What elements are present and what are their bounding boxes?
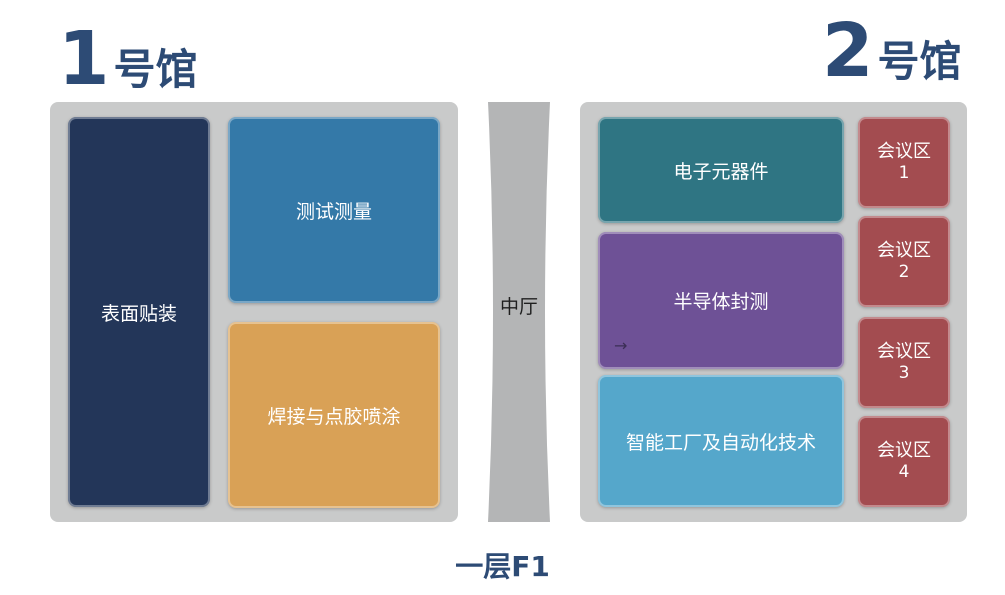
zone-electronic-components[interactable]: 电子元器件: [598, 117, 844, 223]
zone-semi-label: 半导体封测: [673, 291, 769, 313]
zone-smt[interactable]: 表面贴装: [68, 117, 210, 507]
meeting-number: 4: [898, 462, 910, 483]
zone-welding-dispensing[interactable]: 焊接与点胶喷涂: [228, 322, 440, 508]
center-hall-label: 中厅: [499, 296, 538, 318]
meeting-number: 1: [898, 163, 910, 184]
hall-1-title: 1 号馆: [58, 22, 198, 96]
floor-label: 一层F1: [455, 550, 550, 583]
meeting-area-1[interactable]: 会议区 1: [858, 117, 950, 208]
zone-elec-label: 电子元器件: [673, 160, 769, 183]
zone-test-measurement[interactable]: 测试测量: [228, 117, 440, 303]
meeting-area-3[interactable]: 会议区 3: [858, 317, 950, 408]
hall-2-number: 2: [822, 8, 874, 94]
hall-1-label: 号馆: [113, 45, 198, 94]
meeting-label: 会议区: [877, 439, 931, 461]
hall-2-label: 号馆: [877, 37, 962, 86]
arrow-icon: →: [614, 336, 628, 355]
center-hall-shape[interactable]: [486, 102, 552, 522]
meeting-label: 会议区: [877, 140, 931, 162]
meeting-number: 2: [898, 262, 910, 283]
hall-1-number: 1: [58, 16, 110, 102]
zone-smt-label: 表面贴装: [100, 302, 177, 325]
zone-semiconductor[interactable]: 半导体封测: [598, 232, 844, 369]
meeting-label: 会议区: [877, 340, 931, 362]
zone-test-label: 测试测量: [295, 200, 372, 223]
hall-2-title: 2 号馆: [822, 14, 962, 88]
meeting-area-4[interactable]: 会议区 4: [858, 416, 950, 507]
meeting-label: 会议区: [877, 239, 931, 261]
zone-smart-label: 智能工厂及自动化技术: [625, 431, 816, 454]
meeting-number: 3: [898, 363, 910, 384]
zone-weld-label: 焊接与点胶喷涂: [267, 405, 401, 428]
zone-smart-factory[interactable]: 智能工厂及自动化技术: [598, 375, 844, 507]
meeting-area-2[interactable]: 会议区 2: [858, 216, 950, 307]
